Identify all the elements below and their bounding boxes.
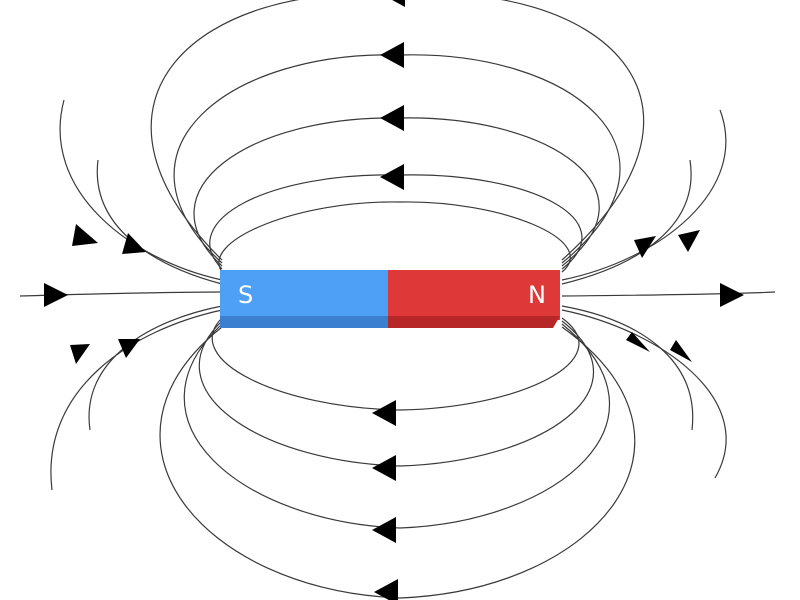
field-line-top-2 <box>173 54 621 264</box>
field-line-top-3 <box>193 117 600 267</box>
arrow-left-icon <box>374 579 398 600</box>
arrow-left-icon <box>372 455 396 481</box>
arrow-left-icon <box>372 400 396 426</box>
south-pole-label: S <box>238 281 253 309</box>
field-line-left-2 <box>96 159 223 285</box>
field-line-left-4 <box>88 305 223 431</box>
arrow-into-south-icon <box>70 344 90 364</box>
field-line-bottom-2 <box>198 320 595 467</box>
field-line-left-5 <box>50 309 223 491</box>
arrow-left-icon <box>380 164 404 190</box>
arrow-into-south-icon <box>122 233 146 254</box>
north-pole-edge <box>388 316 560 328</box>
arrow-into-south-icon <box>72 224 98 246</box>
field-line-left-1 <box>59 99 223 281</box>
arrow-right-icon <box>44 283 68 307</box>
field-line-top-1 <box>150 0 645 261</box>
north-pole-label: N <box>528 281 546 309</box>
field-arrows <box>44 0 744 600</box>
field-line-right-5 <box>561 309 727 479</box>
arrow-left-icon <box>372 517 396 543</box>
field-lines-top <box>150 0 645 273</box>
north-pole <box>388 270 560 320</box>
field-line-right-1 <box>561 109 727 281</box>
field-line-right-4 <box>561 305 694 431</box>
arrow-left-icon <box>380 42 404 68</box>
field-line-bottom-4 <box>159 326 636 599</box>
field-line-top-5 <box>218 201 571 273</box>
arrow-into-south-icon <box>118 339 140 358</box>
field-line-bottom-1 <box>211 317 580 411</box>
arrow-out-north-icon <box>634 236 656 258</box>
field-line-bottom-3 <box>183 323 611 529</box>
south-pole <box>220 270 388 320</box>
arrow-left-icon <box>380 105 404 131</box>
arrow-out-north-icon <box>626 332 650 352</box>
field-line-right-2 <box>561 159 692 285</box>
bar-magnet: S N <box>220 270 560 328</box>
field-lines-bottom <box>159 317 636 599</box>
field-lines-right <box>561 109 776 479</box>
arrow-left-icon <box>392 0 405 7</box>
arrow-right-icon <box>720 283 744 307</box>
field-line-right-3 <box>561 291 776 297</box>
arrow-out-north-icon <box>678 230 700 252</box>
south-pole-edge <box>220 316 388 328</box>
arrow-out-north-icon <box>670 340 692 362</box>
